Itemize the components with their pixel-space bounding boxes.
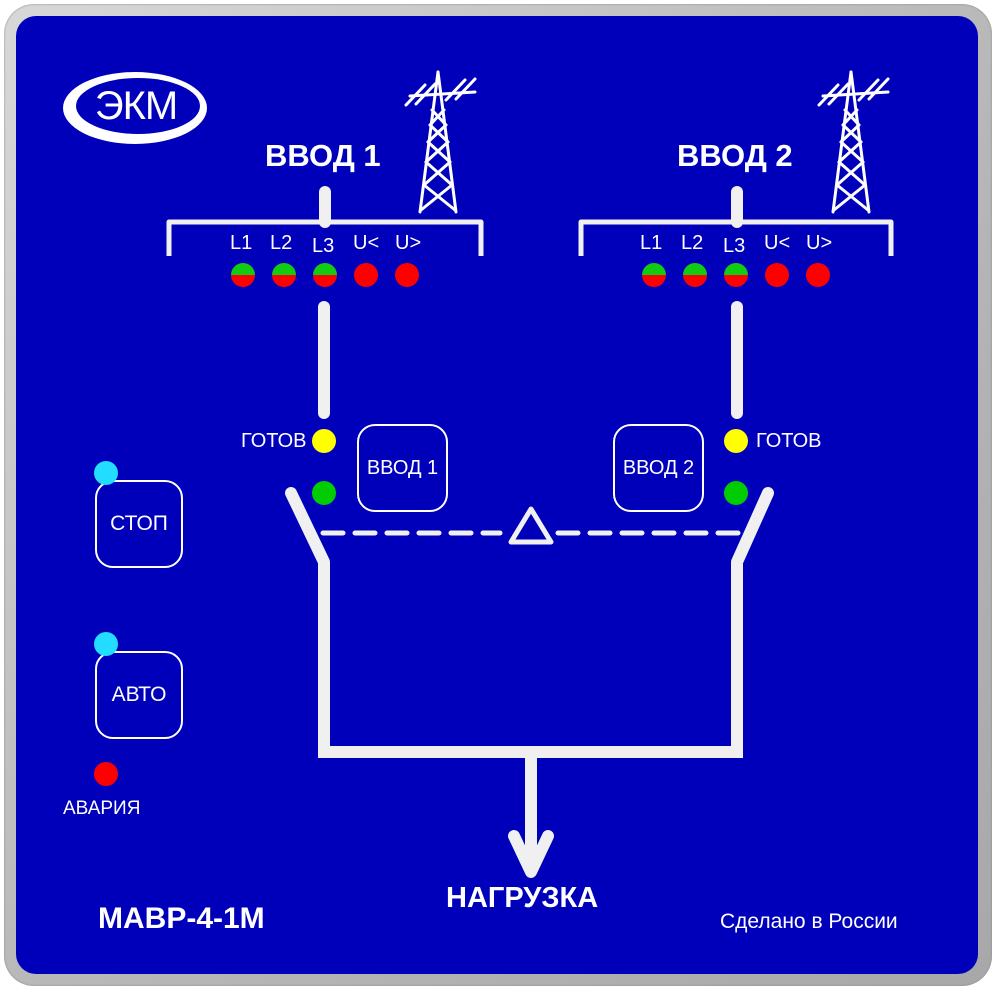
auto-button-label: АВТО — [111, 683, 167, 706]
input-1-ready-label: ГОТОВ — [241, 430, 307, 452]
input-1-button[interactable]: ВВОД 1 — [357, 424, 448, 512]
stop-button[interactable]: СТОП — [95, 480, 183, 568]
stop-button-label: СТОП — [110, 512, 168, 535]
alarm-led — [94, 762, 118, 786]
arrow-down-icon — [508, 752, 554, 878]
input-2-button-label: ВВОД 2 — [622, 456, 695, 479]
input-1-led-l1 — [231, 263, 255, 287]
brand-logo-text: ЭКМ — [94, 84, 178, 128]
input-1-button-label: ВВОД 1 — [366, 456, 439, 479]
auto-led — [94, 632, 118, 656]
power-tower-icon — [404, 70, 477, 214]
stop-led — [94, 461, 118, 485]
input-2-label-undervoltage: U< — [764, 232, 791, 254]
input-1-led-overvoltage — [395, 263, 419, 287]
input-2-label-l2: L2 — [681, 232, 704, 254]
input-2-title: ВВОД 2 — [677, 138, 793, 173]
model-label: МАВР-4-1М — [98, 902, 265, 935]
input-2-led-l1 — [642, 263, 666, 287]
input-2-ready-led — [724, 429, 748, 453]
input-1-label-overvoltage: U> — [395, 232, 422, 254]
input-1-bus-bracket — [166, 186, 484, 256]
input-2-led-overvoltage — [806, 263, 830, 287]
input-2-active-led — [724, 481, 748, 505]
input-1-led-l3 — [313, 263, 337, 287]
input-2-bus-bracket — [578, 186, 894, 256]
input-1-label-l3: L3 — [312, 235, 335, 257]
input-2-led-l3 — [724, 263, 748, 287]
input-2-label-l1: L1 — [640, 232, 663, 254]
input-1-title: ВВОД 1 — [265, 138, 381, 173]
input-2-label-l3: L3 — [723, 235, 746, 257]
made-in-label: Сделано в России — [720, 910, 898, 933]
input-1-label-l1: L1 — [230, 232, 253, 254]
input-1-label-undervoltage: U< — [353, 232, 380, 254]
auto-button[interactable]: АВТО — [95, 651, 183, 739]
input-1-label-l2: L2 — [270, 232, 293, 254]
input-2-button[interactable]: ВВОД 2 — [613, 424, 704, 512]
input-2-label-overvoltage: U> — [806, 232, 833, 254]
input-1-led-l2 — [272, 263, 296, 287]
alarm-label: АВАРИЯ — [63, 798, 141, 819]
input-2-led-undervoltage — [765, 263, 789, 287]
input-2-switch-blade — [731, 487, 774, 758]
input-1-switch-blade — [285, 487, 330, 758]
power-tower-icon — [817, 70, 890, 214]
input-1-ready-led — [312, 429, 336, 453]
input-2-ready-label: ГОТОВ — [756, 430, 822, 452]
input-1-active-led — [312, 481, 336, 505]
triangle-icon — [508, 506, 554, 545]
input-1-led-undervoltage — [354, 263, 378, 287]
input-2-led-l2 — [683, 263, 707, 287]
load-label: НАГРУЗКА — [446, 882, 599, 914]
ekm-logo — [63, 72, 207, 144]
